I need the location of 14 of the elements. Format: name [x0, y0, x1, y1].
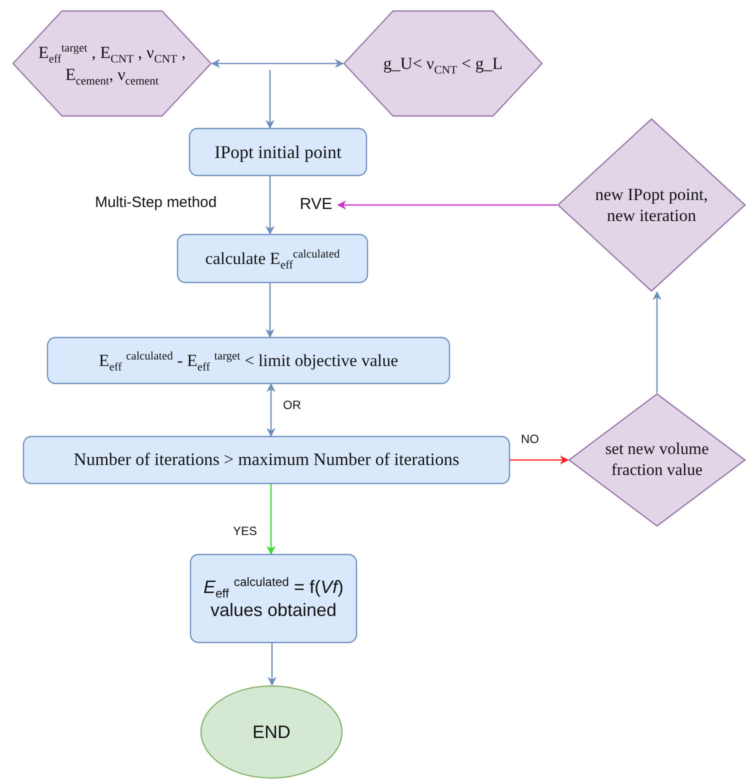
node-text: END	[252, 720, 290, 744]
node-text: set new volume fraction value	[604, 439, 710, 481]
edge-label: OR	[283, 398, 301, 412]
node-text: new IPopt point, new iteration	[594, 184, 709, 226]
node-text: Number of iterations > maximum Number of iterations	[74, 449, 460, 471]
node-text: E$_{eff}$ $^{calculated}$ - E$_{eff}$ $^{target}$ < limit objective value	[98, 350, 398, 372]
node-text: E$_{eff}$$^{target}$ , E$_{CNT}$ , ν$_{CNT}$ , E$_{cement}$, ν$_{cement}$	[37, 42, 187, 85]
node-text: E$_{eff}$ $^{calculated}$ = f(Vf) values obtained	[202, 576, 345, 621]
node-text: IPopt initial point	[214, 140, 342, 164]
node-text: g_U< ν$_{CNT}$ < g_L	[383, 52, 503, 74]
edge-label: YES	[233, 524, 258, 538]
rve-label: RVE	[300, 195, 332, 215]
edge-label: NO	[521, 432, 539, 446]
method-label: Multi-Step method	[95, 194, 217, 211]
